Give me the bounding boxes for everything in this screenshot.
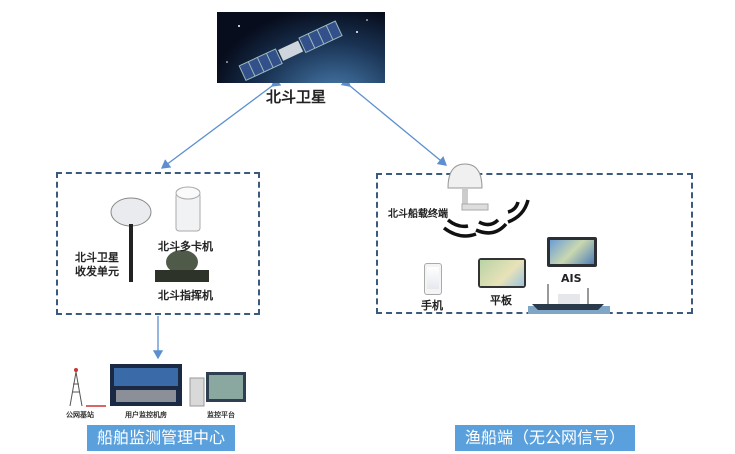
- phone-icon: [424, 263, 442, 295]
- phone-label: 手机: [421, 299, 443, 312]
- tablet-label: 平板: [490, 294, 512, 307]
- monitoring-center-image: [60, 362, 250, 420]
- left-device-group: [56, 172, 260, 315]
- command-label: 北斗指挥机: [158, 289, 213, 302]
- multi-card-label: 北斗多卡机: [158, 240, 213, 253]
- arrow-satellite-right: [340, 77, 448, 166]
- monitor-platform-label: 监控平台: [207, 411, 235, 419]
- command-device-icon: [151, 248, 213, 284]
- ship-terminal-label: 北斗船载终端: [388, 209, 448, 220]
- receiver-label: 北斗卫星 收发单元: [75, 251, 119, 278]
- public-station-label: 公网基站: [66, 411, 94, 419]
- fishing-vessel-title: 渔船端（无公网信号）: [455, 425, 636, 451]
- user-control-room-label: 用户监控机房: [125, 411, 167, 419]
- satellite-image: [217, 12, 385, 83]
- receiver-dome-icon: [110, 196, 152, 282]
- ship-monitoring-center-title: 船舶监测管理中心: [87, 425, 236, 451]
- multi-card-device-icon: [173, 185, 203, 233]
- satellite-label: 北斗卫星: [266, 88, 327, 106]
- ship-terminal-icon: [440, 160, 490, 218]
- ais-device-icon: [547, 237, 597, 267]
- fishing-boat-icon: [528, 282, 610, 314]
- arrow-satellite-left: [160, 77, 282, 169]
- tablet-icon: [478, 258, 526, 288]
- ais-label: AIS: [561, 272, 582, 285]
